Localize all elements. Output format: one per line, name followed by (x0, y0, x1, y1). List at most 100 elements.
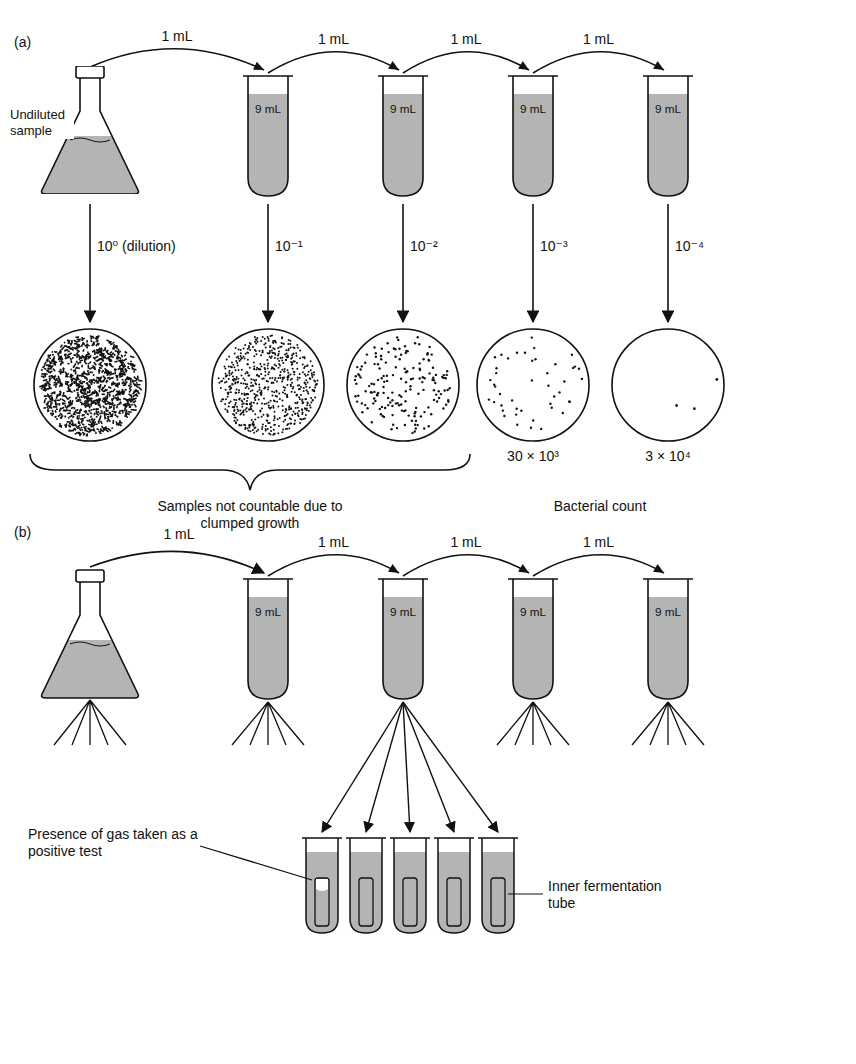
colony (117, 367, 121, 370)
colony (136, 384, 140, 386)
arrowhead (653, 564, 664, 573)
dilution-label-slot: 10⁻² (410, 238, 438, 255)
colony (274, 433, 276, 435)
tube-outline (248, 76, 288, 196)
colony (46, 401, 49, 406)
colony (223, 378, 225, 380)
stopper (76, 570, 104, 582)
colony (233, 366, 235, 368)
colony (285, 408, 287, 410)
colony (235, 360, 237, 362)
colony (237, 409, 239, 411)
colony (100, 387, 104, 391)
colony (235, 347, 237, 349)
colony (105, 410, 108, 412)
colony (289, 343, 291, 345)
colony (124, 369, 127, 373)
colony (247, 363, 249, 365)
colony (245, 387, 247, 389)
colony (428, 359, 430, 361)
colony (56, 351, 58, 353)
colony (123, 365, 127, 368)
colony (258, 368, 260, 370)
colony (224, 366, 226, 368)
colony (315, 383, 317, 385)
colony (391, 405, 393, 407)
colony (308, 410, 310, 412)
colony (307, 374, 309, 376)
colony (299, 388, 301, 390)
colony (389, 401, 391, 403)
colony (293, 374, 295, 376)
colony (244, 379, 246, 381)
colony (136, 378, 138, 381)
colony (67, 403, 71, 407)
tube-shape (505, 72, 561, 199)
colony (297, 407, 299, 409)
colony (77, 339, 81, 341)
colony (55, 381, 58, 385)
volume-label: 1 mL (316, 534, 351, 551)
colony (46, 370, 50, 374)
colony (77, 417, 80, 420)
colony (279, 374, 281, 376)
transfer-arrow (403, 52, 529, 73)
agar-plate (34, 329, 146, 441)
colony (224, 403, 226, 405)
colony (98, 370, 100, 374)
tube-shape (505, 575, 561, 702)
colony (58, 380, 61, 382)
colony (446, 374, 448, 376)
colony (377, 379, 379, 381)
colony (53, 406, 57, 408)
colony (134, 403, 137, 407)
colony (285, 359, 287, 361)
colony (54, 400, 57, 403)
panel-letter-slot: (a) (14, 34, 31, 51)
colony (98, 363, 100, 365)
colony (253, 362, 255, 364)
colony (49, 361, 52, 364)
colony (41, 375, 45, 377)
fermentation-tube (390, 838, 430, 933)
colony (245, 373, 247, 375)
colony (75, 409, 77, 411)
colony (99, 415, 102, 419)
colony (129, 406, 131, 408)
colony (221, 380, 223, 382)
colony (228, 378, 230, 380)
colony (297, 379, 299, 381)
colony (303, 390, 305, 392)
colony (277, 355, 279, 357)
colony (280, 377, 282, 379)
colony (294, 423, 296, 425)
colony (310, 397, 312, 399)
colony (266, 420, 268, 422)
colony (99, 412, 103, 415)
colony (76, 426, 79, 429)
colony (110, 377, 114, 379)
dilution-label: 10⁰ (dilution) (97, 238, 176, 255)
colony (253, 355, 255, 357)
colony (250, 382, 252, 384)
colony (80, 356, 84, 359)
colony (515, 413, 517, 415)
colony (249, 403, 251, 405)
colony (128, 377, 132, 380)
colony (64, 349, 68, 352)
colony (260, 373, 262, 375)
colony (258, 384, 260, 386)
colony (51, 413, 54, 416)
colony (400, 403, 402, 405)
colony (117, 379, 119, 381)
colony (277, 418, 279, 420)
colony (102, 393, 105, 395)
agar-plates (34, 329, 724, 441)
colony (380, 355, 382, 357)
colony (48, 385, 51, 390)
colony (305, 414, 307, 416)
count-value: 30 × 10³ (507, 448, 559, 465)
down-arrow (267, 204, 269, 322)
colony (387, 397, 389, 399)
colony (305, 386, 307, 388)
